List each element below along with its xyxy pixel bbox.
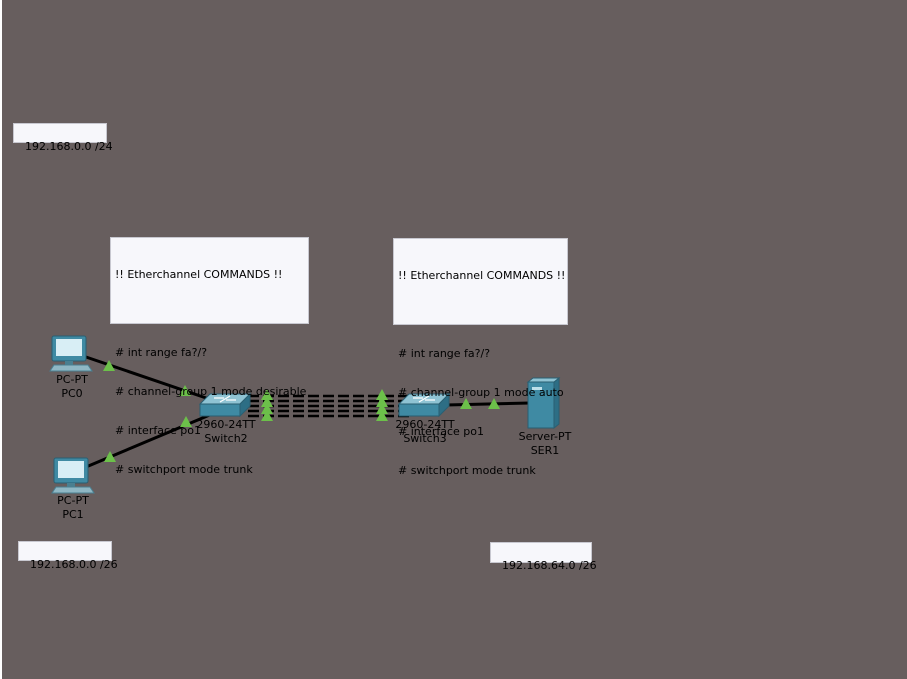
network-note-pcs[interactable]: 192.168.0.0 /26 [18, 541, 118, 571]
switch-icon[interactable] [397, 392, 451, 418]
note-line: # channel-group 1 mode desirable [115, 385, 307, 398]
network-note-text: 192.168.0.0 /26 [30, 558, 118, 571]
server-icon[interactable] [526, 376, 561, 430]
link-up-indicator [103, 360, 115, 371]
link-up-indicator [261, 410, 273, 421]
link-up-indicator [488, 398, 500, 409]
link-up-indicator [179, 385, 191, 396]
link-switch3-ser1[interactable] [445, 401, 531, 407]
link-up-indicator [376, 396, 388, 407]
network-note-top[interactable]: 192.168.0.0 /24 [13, 123, 113, 153]
device-name: PC0 [61, 387, 83, 400]
device-label-pc0: PC-PT PC0 [27, 373, 117, 401]
note-title: !! Etherchannel COMMANDS !! [115, 268, 283, 281]
note-line: # switchport mode trunk [115, 463, 253, 476]
device-name: SER1 [530, 444, 560, 457]
note-line: # int range fa?/? [398, 347, 491, 360]
link-up-indicator [180, 416, 192, 427]
device-label-ser1: Server-PT SER1 [500, 430, 590, 458]
link-up-indicator [376, 403, 388, 414]
note-line: # int range fa?/? [115, 346, 208, 359]
note-title: !! Etherchannel COMMANDS !! [398, 269, 566, 282]
note-line: # interface po1 [115, 424, 201, 437]
network-note-text: 192.168.64.0 /26 [502, 559, 597, 572]
link-up-indicator [261, 403, 273, 414]
link-up-indicator [376, 410, 388, 421]
pc-icon[interactable] [51, 457, 95, 494]
switch-icon[interactable] [198, 392, 252, 418]
note-line: # channel-group 1 mode auto [398, 386, 564, 399]
link-up-indicator [261, 396, 273, 407]
device-label-switch3: 2960-24TT Switch3 [380, 418, 470, 446]
device-label-switch2: 2960-24TT Switch2 [181, 418, 271, 446]
etherchannel-note-left[interactable]: !! Etherchannel COMMANDS !! # int range … [110, 237, 309, 476]
device-label-pc1: PC-PT PC1 [28, 494, 118, 522]
canvas-left-edge [0, 0, 2, 679]
device-model: 2960-24TT [395, 418, 455, 431]
link-status-indicators [103, 360, 500, 462]
device-model: 2960-24TT [196, 418, 256, 431]
link-up-indicator [376, 389, 388, 400]
link-up-indicator [104, 451, 116, 462]
device-model: Server-PT [518, 430, 572, 443]
note-line: # interface po1 [398, 425, 484, 438]
pc-icon[interactable] [49, 335, 93, 372]
note-line: # switchport mode trunk [398, 464, 536, 477]
device-model: PC-PT [56, 373, 88, 386]
device-name: Switch2 [204, 432, 248, 445]
link-up-indicator [460, 398, 472, 409]
network-note-server[interactable]: 192.168.64.0 /26 [490, 542, 597, 572]
etherchannel-note-right[interactable]: !! Etherchannel COMMANDS !! # int range … [393, 238, 568, 477]
device-name: PC1 [62, 508, 84, 521]
link-up-indicator [261, 389, 273, 400]
network-note-text: 192.168.0.0 /24 [25, 140, 113, 153]
device-model: PC-PT [57, 494, 89, 507]
device-name: Switch3 [403, 432, 447, 445]
